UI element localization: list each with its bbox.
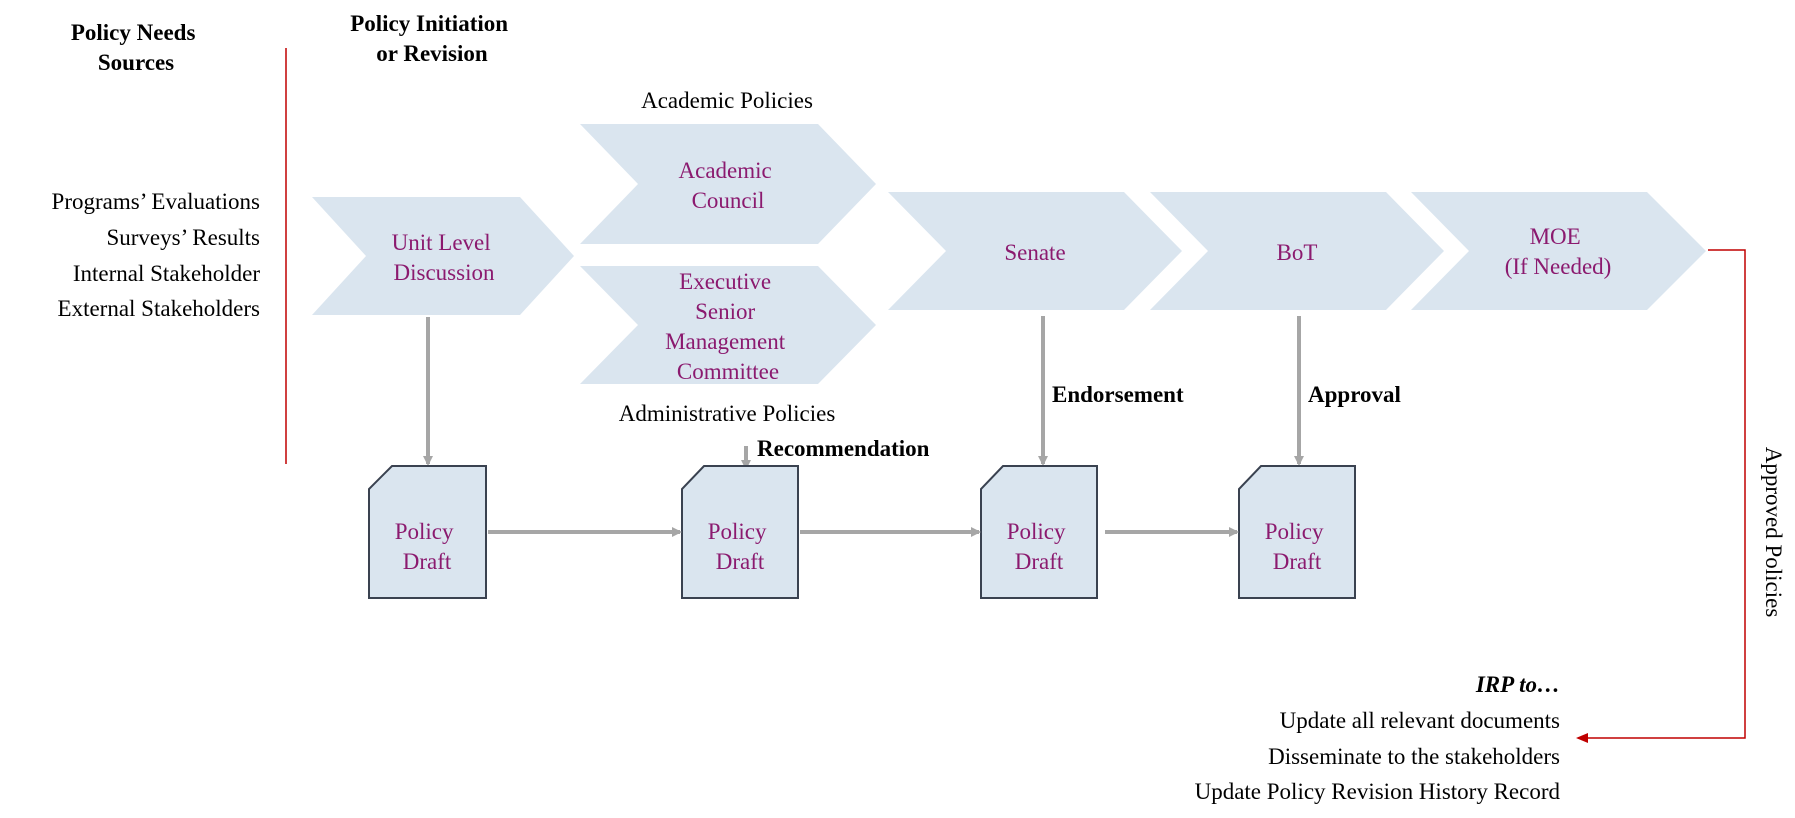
approval-label: Approval — [1308, 382, 1401, 407]
approved-policies-label: Approved Policies — [1761, 447, 1786, 618]
stage-senate-label: Senate — [1004, 240, 1065, 265]
stage-senate: Senate — [888, 192, 1182, 310]
source-item: Internal Stakeholder — [73, 261, 260, 286]
source-item: Programs’ Evaluations — [52, 189, 260, 214]
policy-draft-3-label: Policy Draft — [1007, 519, 1072, 574]
source-item: External Stakeholders — [58, 296, 261, 321]
stage-executive-senior-management-committee: Executive Senior Management Committee — [580, 266, 876, 384]
policy-draft-1-label: Policy Draft — [395, 519, 460, 574]
irp-item: Update Policy Revision History Record — [1195, 779, 1561, 804]
irp-title: IRP to… — [1475, 672, 1560, 697]
policy-draft-1: Policy Draft — [368, 465, 487, 599]
irp-item: Update all relevant documents — [1280, 708, 1560, 733]
stage-bot: BoT — [1150, 192, 1444, 310]
policy-draft-3: Policy Draft — [980, 465, 1098, 599]
approved-policies-path — [1576, 249, 1746, 743]
stage-unit-level: Unit Level Discussion — [312, 197, 574, 315]
stage-esmc-label: Executive Senior Management Committee — [665, 269, 791, 384]
sources-header: Policy Needs Sources — [71, 20, 201, 75]
irp-item: Disseminate to the stakeholders — [1268, 744, 1560, 769]
sources-list: Programs’ Evaluations Surveys’ Results I… — [52, 189, 261, 321]
policy-draft-2-label: Policy Draft — [708, 519, 773, 574]
endorsement-label: Endorsement — [1052, 382, 1184, 407]
academic-policies-label: Academic Policies — [641, 88, 813, 113]
stage-unit-level-label: Unit Level Discussion — [392, 230, 497, 285]
policy-draft-4: Policy Draft — [1238, 465, 1356, 599]
stage-academic-council: Academic Council — [580, 124, 876, 244]
recommendation-label: Recommendation — [757, 436, 930, 461]
initiation-header: Policy Initiation or Revision — [350, 11, 514, 66]
policy-draft-2: Policy Draft — [681, 465, 799, 599]
stage-bot-label: BoT — [1277, 240, 1318, 265]
policy-draft-4-label: Policy Draft — [1265, 519, 1330, 574]
stage-academic-council-label: Academic Council — [679, 158, 778, 213]
source-item: Surveys’ Results — [106, 225, 260, 250]
administrative-policies-label: Administrative Policies — [619, 401, 836, 426]
stage-moe-label: MOE (If Needed) — [1505, 224, 1612, 279]
stage-moe: MOE (If Needed) — [1411, 192, 1706, 310]
